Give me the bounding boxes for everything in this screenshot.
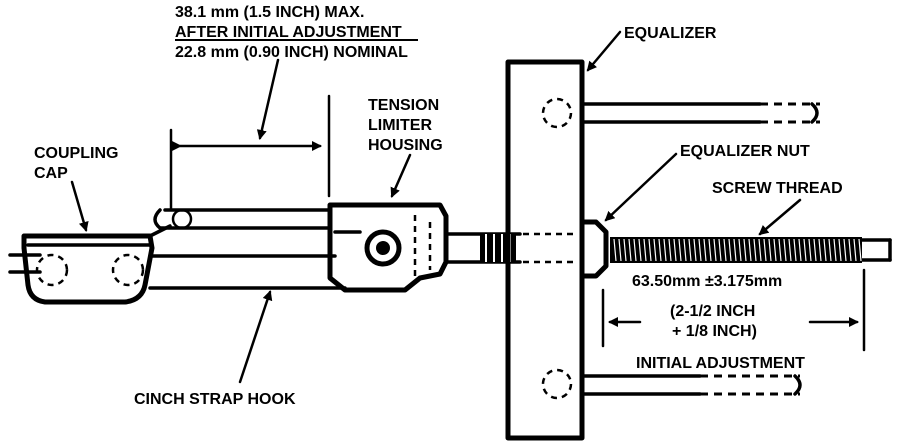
label-initial-adjustment: INITIAL ADJUSTMENT: [636, 355, 805, 372]
thread-tooth: [768, 238, 772, 262]
thread-tooth: [718, 238, 722, 262]
equalizer-nut: [579, 219, 609, 279]
label-thread-dimension: 63.50mm ±3.175mm: [632, 273, 782, 290]
tension-limiter-housing: [327, 202, 449, 293]
label-coupling: COUPLING: [34, 145, 118, 162]
label-screw-thread: SCREW THREAD: [712, 180, 843, 197]
thread-tooth: [848, 238, 852, 262]
label-inch-dimension-2: + 1/8 INCH): [672, 323, 757, 340]
label-cap: CAP: [34, 165, 68, 182]
thread-tooth: [778, 238, 782, 262]
thread-tooth: [823, 238, 827, 262]
thread-tooth: [678, 238, 682, 262]
thread-length-dimension: [601, 268, 866, 352]
thread-tooth: [618, 238, 622, 262]
thread-tooth: [623, 238, 627, 262]
lower-rear-cable: [580, 374, 802, 396]
thread-tooth: [763, 238, 767, 262]
equalizer-bar: [505, 59, 585, 441]
thread-tooth: [773, 238, 777, 262]
thread-tooth: [713, 238, 717, 262]
thread-tooth: [663, 238, 667, 262]
label-after-initial-adjustment: AFTER INITIAL ADJUSTMENT: [175, 24, 402, 41]
label-max-dimension: 38.1 mm (1.5 INCH) MAX.: [175, 4, 364, 21]
thread-tooth: [653, 238, 657, 262]
thread-tooth: [693, 238, 697, 262]
thread-tooth: [813, 238, 817, 262]
thread-tooth: [723, 238, 727, 262]
thread-tooth: [788, 238, 792, 262]
label-equalizer: EQUALIZER: [624, 25, 717, 42]
thread-tooth: [738, 238, 742, 262]
thread-tooth: [703, 238, 707, 262]
thread-tooth: [628, 238, 632, 262]
thread-tooth: [803, 238, 807, 262]
thread-tooth: [648, 238, 652, 262]
thread-tooth: [793, 238, 797, 262]
cinch-strap-hook: [148, 208, 347, 290]
thread-tooth: [698, 238, 702, 262]
thread-tooth: [758, 238, 762, 262]
upper-rear-cable: [580, 102, 820, 124]
screw-thread: [610, 237, 892, 263]
label-nominal-dimension: 22.8 mm (0.90 INCH) NOMINAL: [175, 44, 408, 61]
thread-tooth: [708, 238, 712, 262]
thread-tooth: [808, 238, 812, 262]
thread-tooth: [753, 238, 757, 262]
label-cinch-strap-hook: CINCH STRAP HOOK: [134, 391, 296, 408]
thread-tooth: [838, 238, 842, 262]
label-tension: TENSION: [368, 97, 439, 114]
thread-tooth: [638, 238, 642, 262]
thread-tooth: [858, 238, 862, 262]
thread-tooth: [728, 238, 732, 262]
label-limiter: LIMITER: [368, 117, 432, 134]
label-inch-dimension-1: (2-1/2 INCH: [670, 303, 755, 320]
label-equalizer-nut: EQUALIZER NUT: [680, 143, 810, 160]
thread-tooth: [818, 238, 822, 262]
thread-tooth: [748, 238, 752, 262]
thread-tooth: [733, 238, 737, 262]
thread-tooth: [643, 238, 647, 262]
thread-tooth: [853, 238, 857, 262]
housing-gap-dimension: [169, 94, 331, 212]
thread-tooth: [658, 238, 662, 262]
thread-tooth: [688, 238, 692, 262]
thread-tooth: [673, 238, 677, 262]
thread-tooth: [783, 238, 787, 262]
thread-tooth: [683, 238, 687, 262]
thread-tooth: [613, 238, 617, 262]
thread-tooth: [828, 238, 832, 262]
thread-tooth: [833, 238, 837, 262]
thread-tooth: [743, 238, 747, 262]
thread-tooth: [668, 238, 672, 262]
thread-tooth: [843, 238, 847, 262]
leader-lines: [70, 30, 802, 384]
thread-tooth: [798, 238, 802, 262]
thread-tooth: [633, 238, 637, 262]
label-housing: HOUSING: [368, 137, 443, 154]
coupling-cap: [21, 224, 172, 305]
